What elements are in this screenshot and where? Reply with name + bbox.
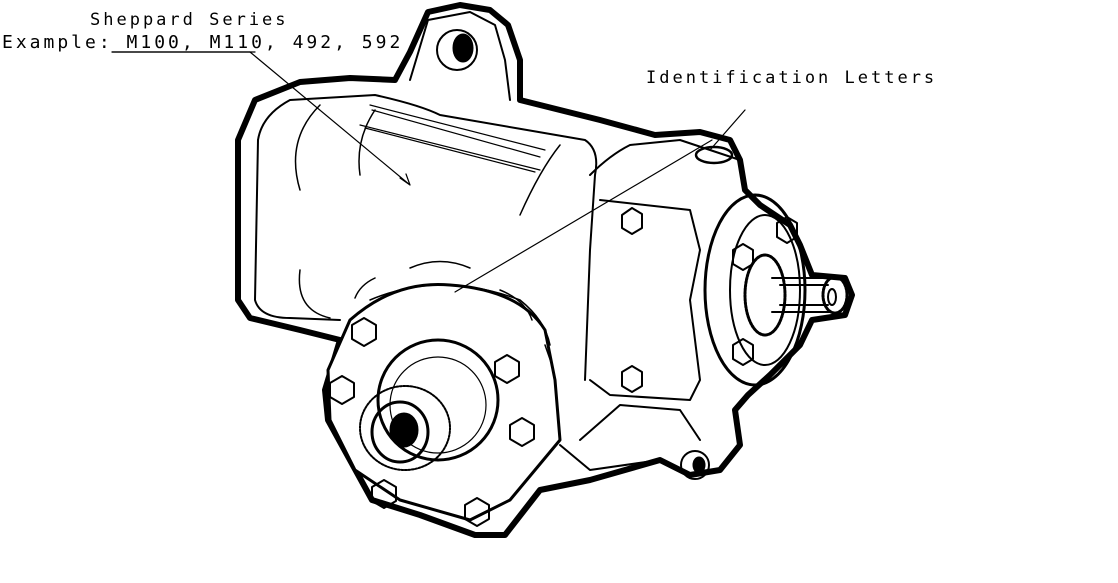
housing-line: [359, 104, 546, 173]
valve-housing: [589, 139, 746, 401]
lower-bracket: [559, 404, 701, 471]
top-mount-hole-inner: [452, 33, 474, 63]
valve-bolt-2: [621, 365, 643, 393]
example-prefix: Example:: [2, 32, 113, 53]
input-shaft-hole: [827, 288, 837, 306]
top-mount-hole: [436, 29, 478, 71]
rotation-arrow: [354, 260, 553, 366]
series-example-label: Example: M100, M110, 492, 592: [2, 32, 403, 53]
sector-bolt-5: [509, 417, 535, 447]
input-shaft-end: [821, 275, 849, 315]
sector-bolt-3: [371, 479, 397, 509]
output-shaft-spline: [359, 385, 451, 471]
input-flange: [703, 193, 807, 387]
sector-bolt-4: [464, 497, 490, 527]
input-flange-inner: [729, 214, 801, 366]
series-callout-leader: [249, 51, 411, 186]
flange-bolt-3: [732, 338, 754, 366]
sector-bolt-2: [329, 375, 355, 405]
top-mount-ear: [409, 11, 511, 101]
id-letters-leader-1: [709, 109, 746, 151]
main-housing: [257, 94, 598, 381]
lower-bracket-hole: [680, 450, 710, 480]
housing-front-edge: [254, 139, 341, 321]
input-shaft: [771, 277, 831, 313]
sector-cover: [326, 282, 562, 522]
identification-letters-label: Identification Letters: [646, 68, 938, 88]
lower-bracket-hole-inner: [692, 456, 706, 474]
sector-bolt-1: [351, 317, 377, 347]
series-title-label: Sheppard Series: [90, 10, 289, 30]
example-models: M100, M110, 492, 592: [126, 32, 404, 53]
output-shaft-bore: [389, 412, 419, 448]
sector-cover-disc: [376, 338, 500, 462]
valve-bolt-1: [621, 207, 643, 235]
output-shaft-end: [370, 400, 430, 464]
identification-port: [694, 145, 734, 165]
shaft-collar: [743, 253, 787, 337]
sector-cover-ring: [369, 284, 551, 346]
flange-bolt-1: [776, 216, 798, 244]
housing-crease-2: [358, 109, 561, 216]
sector-bolt-6: [494, 354, 520, 384]
id-letters-leader-2: [454, 139, 713, 293]
housing-crease: [294, 104, 331, 319]
